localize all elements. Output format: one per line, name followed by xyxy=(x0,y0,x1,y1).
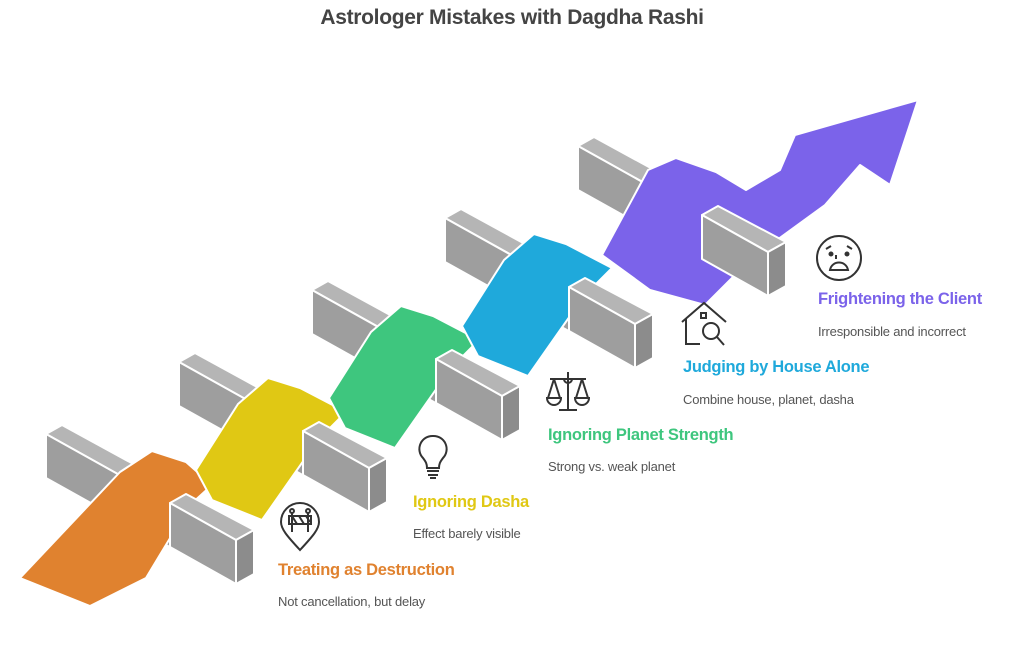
block-end-face xyxy=(368,457,388,513)
wall-block-front-1 xyxy=(169,493,255,585)
block-end-face xyxy=(235,529,255,585)
road-barrier-pin-icon xyxy=(279,502,321,552)
step-5-description: Irresponsible and incorrect xyxy=(818,324,966,339)
diagram-title: Astrologer Mistakes with Dagdha Rashi xyxy=(320,6,704,29)
block-end-face xyxy=(767,241,787,297)
wall-block-front-2 xyxy=(302,421,388,513)
step-1-description: Not cancellation, but delay xyxy=(278,594,426,609)
step-3-description: Strong vs. weak planet xyxy=(548,459,676,474)
lightbulb-icon xyxy=(418,434,448,479)
wall-block-front-5 xyxy=(701,205,787,297)
step-3-title: Ignoring Planet Strength xyxy=(548,426,734,444)
balance-scale-icon xyxy=(545,372,591,411)
frightened-face-icon xyxy=(816,235,862,281)
step-5-title: Frightening the Client xyxy=(818,290,982,308)
block-end-face xyxy=(501,385,521,441)
step-2-description: Effect barely visible xyxy=(413,526,521,541)
step-2-title: Ignoring Dasha xyxy=(413,493,529,511)
wall-block-front-4 xyxy=(568,277,654,369)
wall-block-front-3 xyxy=(435,349,521,441)
ribbon-segment-4 xyxy=(461,233,613,377)
house-search-icon xyxy=(681,301,727,346)
ribbon-segment-5-arrow xyxy=(601,99,919,306)
step-4-title: Judging by House Alone xyxy=(683,358,870,376)
step-1-title: Treating as Destruction xyxy=(278,561,455,579)
block-end-face xyxy=(634,313,654,369)
step-4-description: Combine house, planet, dasha xyxy=(683,392,854,407)
